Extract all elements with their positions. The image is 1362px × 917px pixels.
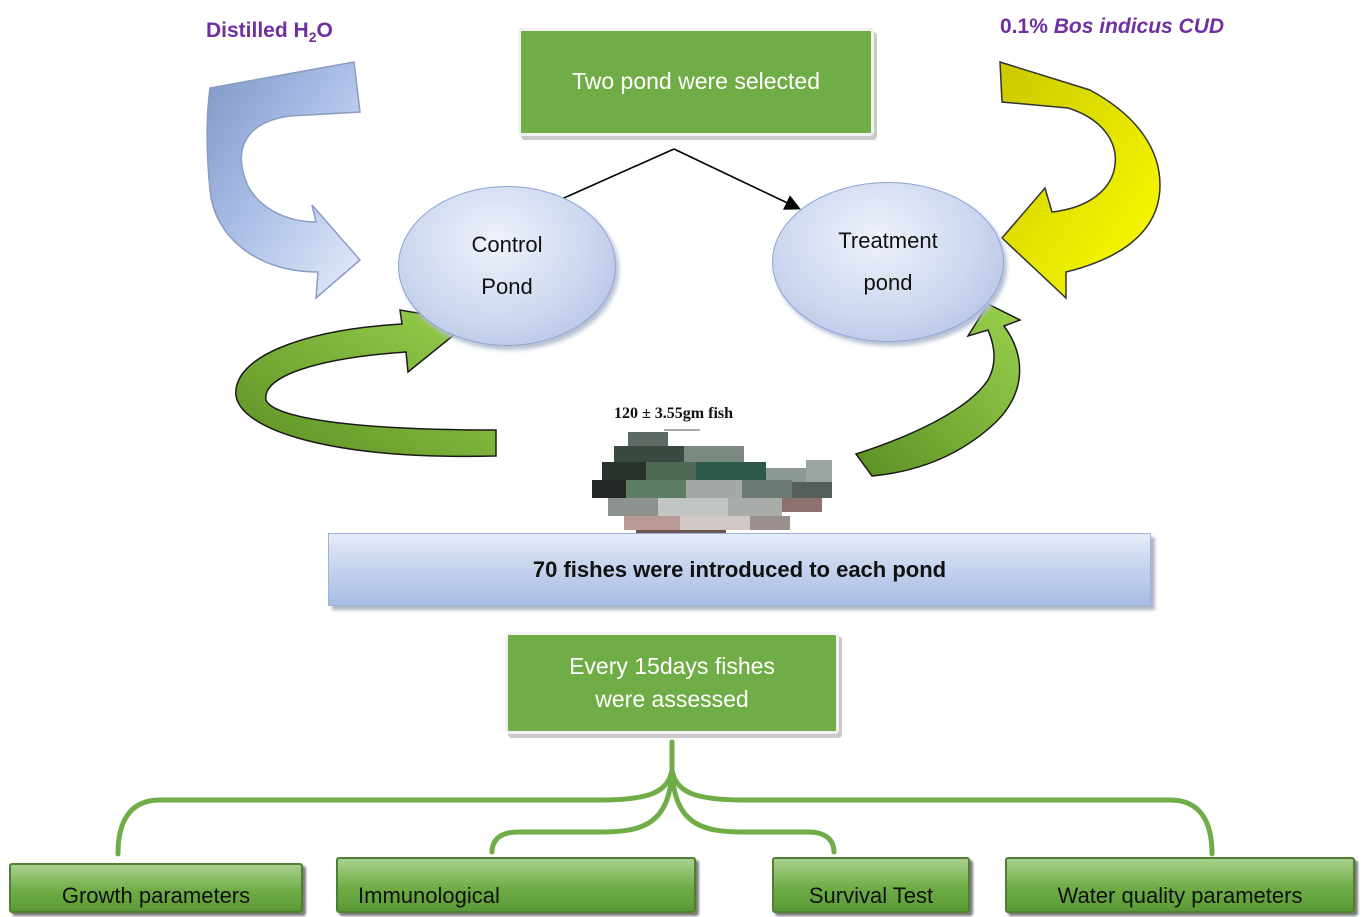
- control-pond-ellipse: Control Pond: [398, 186, 616, 346]
- blue-curved-arrow: [206, 61, 362, 300]
- distilled-water-label: Distilled H2O: [206, 19, 333, 46]
- fishes-introduced-text: 70 fishes were introduced to each pond: [532, 556, 947, 582]
- treatment-pond-line1: Treatment: [838, 228, 938, 254]
- treatment-pond-line2: pond: [863, 270, 913, 295]
- outcome-survival-test-label: Survival Test: [808, 883, 934, 908]
- treatment-dose-label: 0.1% Bos indicus CUD: [1000, 15, 1225, 38]
- outcome-immunological: Immunological: [336, 857, 696, 913]
- control-pond-line1: Control: [471, 232, 543, 258]
- green-curved-arrow-left: [235, 309, 497, 458]
- control-pond-line2: Pond: [481, 274, 533, 299]
- yellow-curved-arrow: [999, 60, 1161, 300]
- outcome-water-quality-parameters: Water quality parameters: [1005, 857, 1355, 913]
- outcome-branch-brace: [115, 739, 1215, 857]
- outcome-growth-parameters-label: Growth parameters: [61, 883, 251, 908]
- fishes-introduced-banner: 70 fishes were introduced to each pond: [328, 533, 1151, 606]
- fish-weight-label: 120 ± 3.55gm fish: [614, 405, 734, 422]
- treatment-pond-ellipse: Treatment pond: [772, 182, 1004, 342]
- ponds-selected-text: Two pond were selected: [571, 68, 821, 95]
- arrow-to-treatment: [673, 148, 801, 210]
- fish-image: [592, 432, 832, 538]
- assessment-box: Every 15days fishes were assessed: [505, 632, 839, 734]
- arrow-to-control: [543, 148, 675, 209]
- assessment-line2: were assessed: [595, 686, 749, 712]
- outcome-survival-test: Survival Test: [772, 857, 970, 913]
- green-curved-arrow-right: [854, 303, 1022, 477]
- outcome-growth-parameters: Growth parameters: [9, 863, 303, 913]
- assessment-line1: Every 15days fishes: [569, 652, 775, 679]
- ponds-selected-box: Two pond were selected: [518, 28, 874, 136]
- outcome-immunological-label: Immunological: [358, 883, 500, 908]
- outcome-water-quality-parameters-label: Water quality parameters: [1057, 883, 1303, 908]
